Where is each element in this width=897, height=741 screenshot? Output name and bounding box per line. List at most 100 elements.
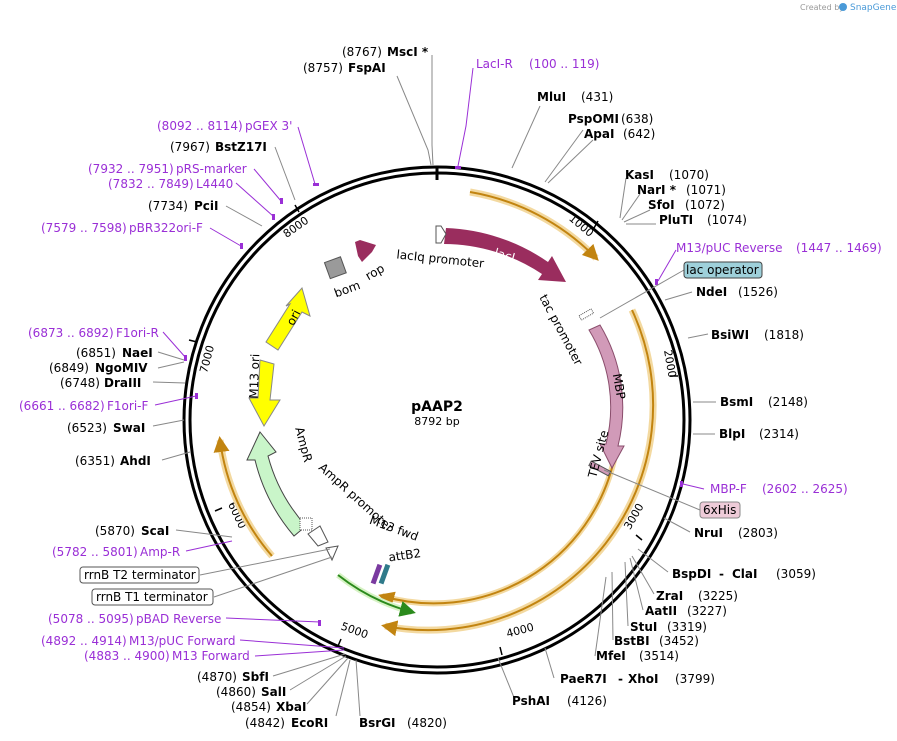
primer-name: MBP-F — [710, 482, 747, 496]
site-name: PaeR7I — [560, 672, 607, 686]
site-name: BlpI — [719, 427, 745, 441]
primer-leader — [682, 483, 705, 490]
lac-operator-label: lac operator — [686, 263, 759, 277]
primer-marker — [313, 183, 319, 186]
site-name: DraIII — [104, 376, 141, 390]
site-name: NaeI — [122, 346, 153, 360]
leader-line — [152, 419, 185, 427]
primer-name: pGEX 3' — [245, 119, 292, 133]
primer-marker — [195, 393, 198, 399]
restriction-site-labels: (8767) MscI * (8757) FspAI MluI (431) Ps… — [49, 45, 816, 730]
site-pos: (4860) — [216, 685, 256, 699]
leader-line — [544, 129, 584, 183]
feature-box-leaders — [199, 269, 701, 598]
site-pos: (3799) — [675, 672, 715, 686]
site-pos: (431) — [581, 90, 613, 104]
site-pos: (7967) — [170, 140, 210, 154]
primer-range: (6661 .. 6682) — [19, 399, 105, 413]
leader-line — [152, 381, 186, 384]
tick-mark — [337, 638, 342, 647]
site-pos: (642) — [623, 127, 655, 141]
leader-line — [544, 647, 555, 679]
site-separator: - — [618, 672, 623, 686]
leader-line — [272, 653, 346, 677]
site-pos: (6523) — [67, 421, 107, 435]
primer-range: (5782 .. 5801) — [52, 545, 138, 559]
laciq-promoter-arrow — [435, 225, 447, 244]
site-pos: (1072) — [685, 198, 725, 212]
m13-fwd-marker — [370, 563, 383, 585]
site-name: PciI — [194, 199, 219, 213]
orf-arc-mbp — [381, 309, 655, 637]
six-his-box — [699, 501, 741, 519]
leader-line — [511, 105, 541, 169]
credit-brand: SnapGene — [850, 3, 897, 13]
primer-range: (4892 .. 4914) — [41, 634, 127, 648]
site-pos: (1070) — [669, 168, 709, 182]
primer-leader — [154, 395, 197, 406]
leader-line — [497, 657, 516, 701]
leader-line — [157, 361, 185, 369]
ampr-promoter-arrow — [307, 525, 329, 547]
site-name: BsiWI — [711, 328, 749, 342]
ori-arrow — [265, 286, 311, 351]
site-name: BsrGI — [359, 716, 396, 730]
primer-marker — [455, 166, 461, 169]
site-pos: (2314) — [759, 427, 799, 441]
tev-site-marker — [588, 460, 612, 477]
rrnb-t1-box — [91, 588, 214, 606]
site-name: XhoI — [628, 672, 659, 686]
orf-arc-ampr — [213, 436, 273, 557]
site-name: SwaI — [113, 421, 145, 435]
rop-label: rop — [363, 261, 387, 283]
leader-line — [624, 561, 629, 627]
snapgene-credit: Created by SnapGene — [800, 3, 897, 13]
site-name: BspDI — [672, 567, 711, 581]
leader-line — [335, 659, 351, 717]
primer-range: (6873 .. 6892) — [28, 326, 114, 340]
site-name: PluTI — [659, 213, 693, 227]
leader-line — [637, 548, 669, 573]
primer-leader — [253, 168, 282, 202]
leader-line — [355, 659, 361, 717]
site-pos: (1818) — [764, 328, 804, 342]
primer-range: (1447 .. 1469) — [796, 241, 882, 255]
primer-leaders — [154, 67, 705, 657]
site-pos: (3452) — [659, 634, 699, 648]
tac-promoter-marker — [578, 308, 595, 321]
ampr-arrow — [246, 431, 307, 537]
primer-marker — [272, 214, 275, 220]
tick-mark — [214, 507, 223, 512]
primer-marker — [280, 198, 283, 204]
site-name: PspOMI — [568, 112, 619, 126]
primer-leader — [457, 67, 474, 167]
attb2-label: attB2 — [388, 546, 422, 564]
primer-leader — [209, 227, 242, 247]
site-name: StuI — [630, 620, 657, 634]
leader-line — [306, 657, 349, 705]
primer-name: pRS-marker — [176, 162, 247, 176]
site-name: SalI — [261, 685, 286, 699]
primer-range: (7579 .. 7598) — [41, 221, 127, 235]
lac-operator-leader — [599, 269, 685, 319]
site-pos: (6851) — [76, 346, 116, 360]
m13-fwd-label: M13 fwd — [368, 513, 421, 544]
site-name: NarI * — [637, 183, 677, 197]
primer-leader — [185, 540, 233, 552]
site-name: SbfI — [242, 670, 269, 684]
bom-label: bom — [332, 278, 362, 300]
leader-line — [396, 75, 432, 166]
site-name: EcoRI — [291, 716, 328, 730]
site-pos: (8767) — [342, 45, 382, 59]
tick-mark — [294, 204, 300, 213]
six-his-label: 6xHis — [703, 503, 736, 517]
credit-prefix: Created by — [800, 3, 844, 12]
boxed-labels: lac operator 6xHis rrnB T2 terminator rr… — [79, 261, 763, 606]
site-pos: (3319) — [667, 620, 707, 634]
site-pos: (638) — [621, 112, 653, 126]
tick-label: 4000 — [505, 621, 535, 641]
site-pos: (1074) — [707, 213, 747, 227]
site-pos: (3227) — [687, 604, 727, 618]
site-name: MscI * — [387, 45, 429, 59]
leader-line — [161, 451, 191, 461]
